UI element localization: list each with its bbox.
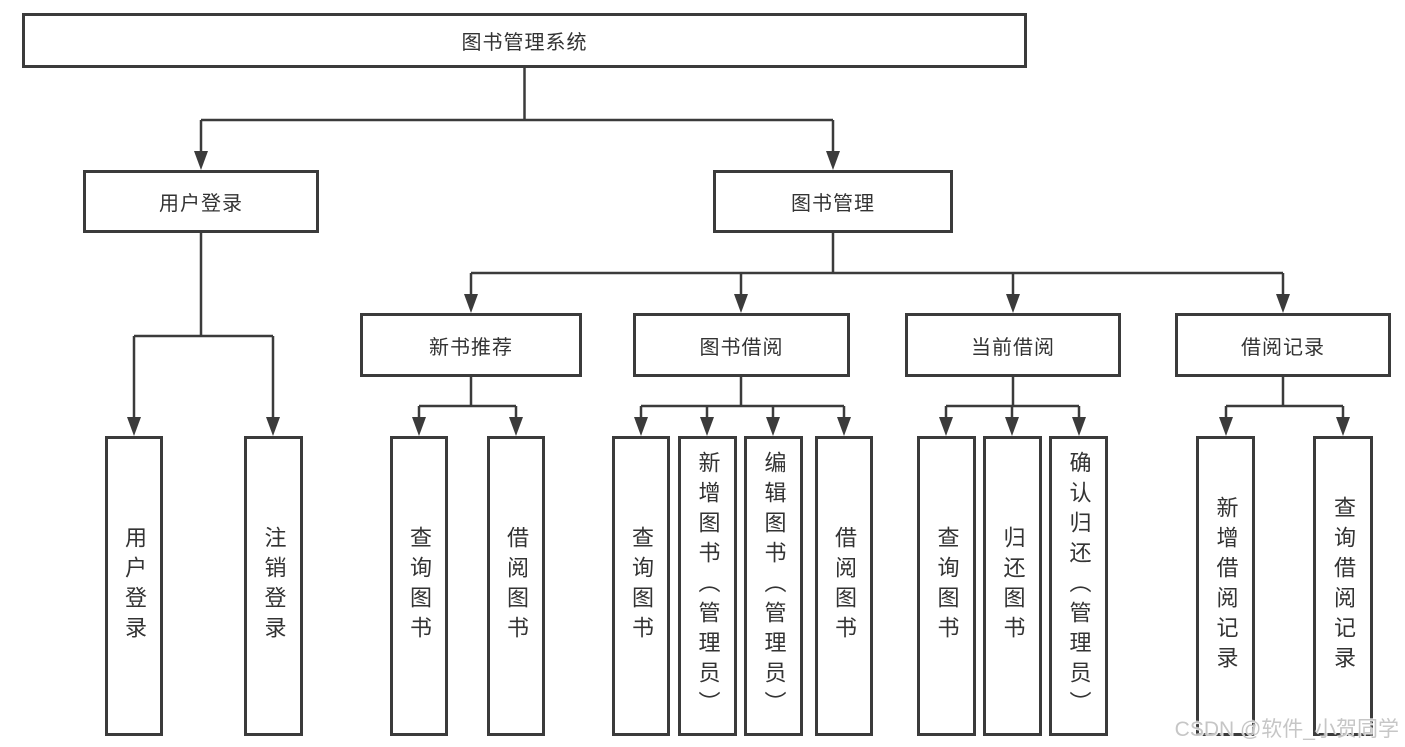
leaf-query-books-recommend: 查询图书 (390, 436, 448, 736)
leaf-borrow-books: 借阅图书 (815, 436, 873, 736)
leaf-confirm-return-admin: 确认归还（管理员） (1049, 436, 1108, 736)
node-book-borrow: 图书借阅 (633, 313, 850, 377)
leaf-user-login: 用户登录 (105, 436, 163, 736)
node-library-system: 图书管理系统 (22, 13, 1027, 68)
node-current-borrow: 当前借阅 (905, 313, 1121, 377)
node-borrow-records: 借阅记录 (1175, 313, 1391, 377)
leaf-add-borrow-record: 新增借阅记录 (1196, 436, 1255, 736)
leaf-return-book: 归还图书 (983, 436, 1042, 736)
leaf-query-books-borrow: 查询图书 (612, 436, 670, 736)
leaf-query-borrow-record: 查询借阅记录 (1313, 436, 1373, 736)
leaf-add-book-admin: 新增图书（管理员） (678, 436, 737, 736)
csdn-watermark: CSDN @软件_小贺同学 (1174, 718, 1399, 741)
node-book-management: 图书管理 (713, 170, 953, 233)
leaf-logout: 注销登录 (244, 436, 303, 736)
leaf-borrow-books-recommend: 借阅图书 (487, 436, 545, 736)
node-user-login: 用户登录 (83, 170, 319, 233)
leaf-query-books-current: 查询图书 (917, 436, 976, 736)
node-new-book-recommend: 新书推荐 (360, 313, 582, 377)
leaf-edit-book-admin: 编辑图书（管理员） (744, 436, 803, 736)
